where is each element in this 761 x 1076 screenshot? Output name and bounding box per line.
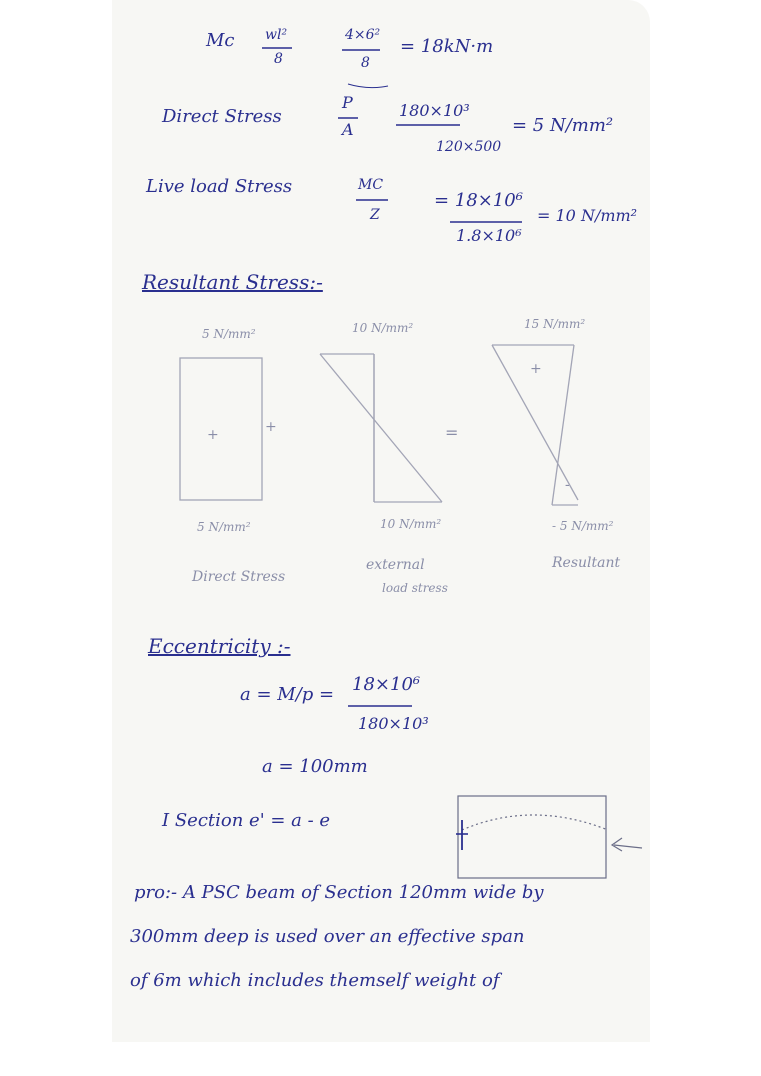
moment-frac1-num: wl²	[265, 27, 288, 43]
direct-stress-frac-den: A	[342, 120, 354, 139]
resultant-sign-top: +	[530, 361, 542, 377]
live-load-label: Live load Stress	[146, 176, 293, 197]
direct-bottom-label: 5 N/mm²	[197, 520, 251, 534]
external-caption-2: load stress	[382, 581, 448, 595]
resultant-caption: Resultant	[552, 555, 621, 571]
direct-stress-label: Direct Stress	[162, 106, 282, 127]
direct-caption: Direct Stress	[192, 569, 286, 585]
section-box	[457, 795, 607, 879]
direct-top-label: 5 N/mm²	[202, 327, 256, 341]
force-arrow	[613, 844, 643, 849]
section-sketch	[456, 795, 643, 879]
moment-lhs: Mc	[206, 30, 235, 51]
external-diagonal	[319, 353, 443, 503]
direct-stress-calc-den: 120×500	[436, 139, 502, 155]
problem-line-2: 300mm deep is used over an effective spa…	[130, 926, 525, 947]
eccentricity-num: 18×10⁶	[352, 674, 421, 695]
stress-diagrams	[179, 344, 579, 506]
resultant-sign-bottom: -	[565, 477, 570, 493]
problem-line-3: of 6m which includes themself weight of	[130, 970, 500, 991]
section-note: I Section e' = a - e	[162, 810, 331, 831]
equals-sign: =	[445, 423, 459, 442]
resultant-bottom-label: - 5 N/mm²	[552, 519, 614, 533]
live-load-frac-den: Z	[370, 207, 380, 223]
live-load-frac-num: MC	[358, 177, 384, 193]
notebook-page: Mc wl² 8 4×6² 8 = 18kN·m Direct Stress P…	[112, 0, 650, 1042]
direct-sign-right: +	[265, 419, 277, 435]
resultant-heading: Resultant Stress:-	[142, 270, 323, 294]
external-caption-1: external	[366, 557, 425, 573]
live-load-result: = 10 N/mm²	[537, 206, 638, 225]
eccentricity-result: a = 100mm	[262, 756, 368, 777]
eccentricity-heading: Eccentricity :-	[148, 634, 291, 658]
direct-stress-frac-num: P	[342, 93, 353, 112]
eccentricity-den: 180×10³	[358, 714, 429, 733]
direct-sign-left: +	[207, 427, 219, 443]
external-bottom-label: 10 N/mm²	[380, 517, 442, 531]
direct-stress-diagram	[179, 357, 263, 501]
moment-result: = 18kN·m	[400, 36, 494, 57]
sketch-layer	[179, 47, 643, 879]
moment-frac2-den: 8	[361, 55, 370, 71]
cable-profile	[461, 814, 609, 831]
moment-frac2-num: 4×6²	[345, 27, 381, 43]
resultant-right-line	[551, 344, 575, 506]
resultant-diagonal	[491, 344, 579, 501]
moment-frac1-den: 8	[274, 51, 283, 67]
external-top-label: 10 N/mm²	[352, 321, 414, 335]
live-load-calc-num: = 18×10⁶	[434, 190, 523, 211]
problem-line-1: pro:- A PSC beam of Section 120mm wide b…	[134, 882, 544, 903]
direct-stress-calc-num: 180×10³	[399, 101, 470, 120]
resultant-top-label: 15 N/mm²	[524, 317, 586, 331]
eccentricity-formula: a = M/p =	[240, 684, 335, 705]
direct-label-flourish	[347, 83, 389, 89]
live-load-calc-den: 1.8×10⁶	[456, 226, 522, 245]
direct-stress-result: = 5 N/mm²	[512, 115, 614, 136]
